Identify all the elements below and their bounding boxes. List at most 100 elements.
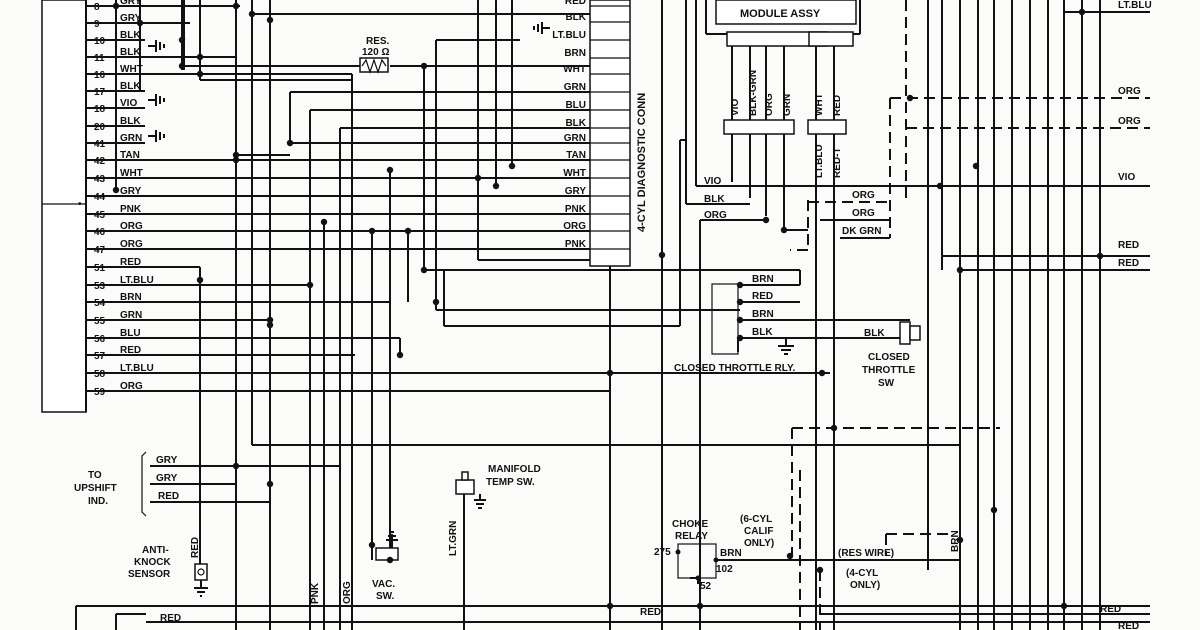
diag-wire-label: BLU [565, 100, 586, 111]
ecm-pin-wire: PNK [120, 204, 142, 215]
module-wire-label: RED [832, 95, 843, 116]
closed-throttle-relay: BRN RED BRN BLK CLOSED THROTTLE RLY. [674, 274, 910, 374]
module-output-wires [680, 0, 1150, 630]
choke-pin-52: 52 [700, 581, 712, 592]
ecm-pin-wire: VIO [120, 98, 137, 109]
splice-dot [266, 480, 274, 488]
pnk-label: PNK [310, 582, 321, 604]
resistor-value: 120 Ω [362, 47, 389, 58]
module-title: MODULE ASSY [740, 8, 821, 20]
splice-dot [232, 151, 240, 159]
relay-wire-red: RED [752, 291, 773, 302]
right-red-2: RED [1118, 258, 1139, 269]
resistor-label: RES. [366, 36, 390, 47]
switch-wire-blk: BLK [864, 328, 885, 339]
diag-wire-label: RED [565, 0, 586, 7]
splice-dot [780, 226, 788, 234]
upshift-label-1: TO [88, 470, 102, 481]
splice-dot [386, 556, 394, 564]
right-red-3: RED [1100, 604, 1121, 615]
ecm-pin-number: 20 [94, 122, 106, 133]
ecm-pin-wire: BLU [120, 328, 141, 339]
splice-dot [658, 251, 666, 259]
diagnostic-connector: 4-CYL DIAGNOSTIC CONN [589, 0, 648, 267]
module-assembly: MODULE ASSY [705, 0, 861, 630]
module-lower-label: LT.BLU [814, 144, 825, 178]
diag-wire-label: LT.BLU [552, 30, 586, 41]
ecm-pin-number: 17 [94, 87, 106, 98]
module-output-labels: VIO BLK ORG ORG ORG DK GRN [704, 176, 881, 237]
diag-wire-label: GRN [564, 133, 586, 144]
out-org: ORG [704, 210, 727, 221]
splice-dot [736, 334, 744, 342]
module-wire-label: BLK-GRN [748, 70, 759, 116]
switch-label-1: CLOSED [868, 352, 910, 363]
out-vio: VIO [704, 176, 721, 187]
note-6cyl-1: (6-CYL [740, 514, 772, 525]
choke-pin-275: 275 [654, 547, 671, 558]
splice-dot [178, 62, 186, 70]
splice-dot [232, 462, 240, 470]
ecm-pin-number: 57 [94, 351, 106, 362]
note-6cyl-2: CALIF [744, 526, 773, 537]
right-wire-labels: ORG ORG VIO RED RED RED LT.BLU [1100, 0, 1152, 615]
splice-dot [492, 182, 500, 190]
ecm-pin-number: 41 [94, 139, 106, 150]
diag-wire-label: BRN [564, 48, 586, 59]
upshift-label-2: UPSHIFT [74, 483, 117, 494]
diag-wire-label: BLK [565, 118, 586, 129]
splice-dot [474, 174, 482, 182]
ecm-pin-list: 8GRY9GRY10BLK11BLK16WHT17BLK18VIO20BLK41… [94, 0, 154, 398]
ecm-connector: • [41, 0, 87, 413]
ecm-pin-wire: GRN [120, 133, 142, 144]
ecm-pin-wire: BLK [120, 47, 141, 58]
antiknock-label-2: KNOCK [134, 557, 171, 568]
module-wire-label: ORG [764, 93, 775, 116]
routing-wires [182, 0, 960, 630]
splice-dot [196, 53, 204, 61]
splice-dot [306, 281, 314, 289]
splice-dot [266, 316, 274, 324]
choke-wire: BRN [720, 548, 742, 559]
ecm-pin-wire: ORG [120, 381, 143, 392]
splice-dot [736, 281, 744, 289]
upshift-wire-gry-1: GRY [156, 455, 178, 466]
diag-wire-label: GRN [564, 82, 586, 93]
splice-dot [196, 276, 204, 284]
splice-dot [178, 36, 186, 44]
manifold-temp-switch: MANIFOLD TEMP SW. LT.GRN [448, 464, 541, 630]
diag-wire-label: ORG [563, 221, 586, 232]
vac-label-1: VAC. [372, 579, 395, 590]
ecm-pin-wire: RED [120, 257, 141, 268]
out-dk-grn: DK GRN [842, 226, 881, 237]
splice-dots [112, 2, 1104, 610]
out-org-2: ORG [852, 190, 875, 201]
splice-dot [286, 139, 294, 147]
ecm-pin-number: 58 [94, 369, 106, 380]
splice-dot [266, 16, 274, 24]
splice-dot [420, 266, 428, 274]
antiknock-wire: RED [190, 537, 201, 558]
ecm-pin-wire: GRY [120, 13, 142, 24]
ecm-pin-wire: WHT [120, 64, 143, 75]
relay-label: CLOSED THROTTLE RLY. [674, 363, 796, 374]
module-lower-label: RED-T [832, 147, 843, 178]
ecm-pin-number: 44 [94, 192, 106, 203]
bottom-red-1: RED [160, 613, 181, 624]
out-org-3: ORG [852, 208, 875, 219]
splice-dot [386, 166, 394, 174]
bottom-wires: RED RED RED [75, 605, 1150, 630]
manifold-wire: LT.GRN [448, 521, 459, 556]
upshift-wire-gry-2: GRY [156, 473, 178, 484]
brn-vertical-label: BRN [950, 530, 961, 552]
ecm-pin-wire: GRY [120, 186, 142, 197]
ecm-pin-number: 55 [94, 316, 106, 327]
splice-dot [420, 62, 428, 70]
dashed-enclosure [791, 427, 1000, 630]
choke-label-2: RELAY [675, 531, 708, 542]
note-res-wire: (RES WIRE) [838, 548, 894, 559]
switch-label-2: THROTTLE [862, 365, 916, 376]
splice-dot [936, 182, 944, 190]
splice-dot [990, 506, 998, 514]
manifold-label-1: MANIFOLD [488, 464, 541, 475]
